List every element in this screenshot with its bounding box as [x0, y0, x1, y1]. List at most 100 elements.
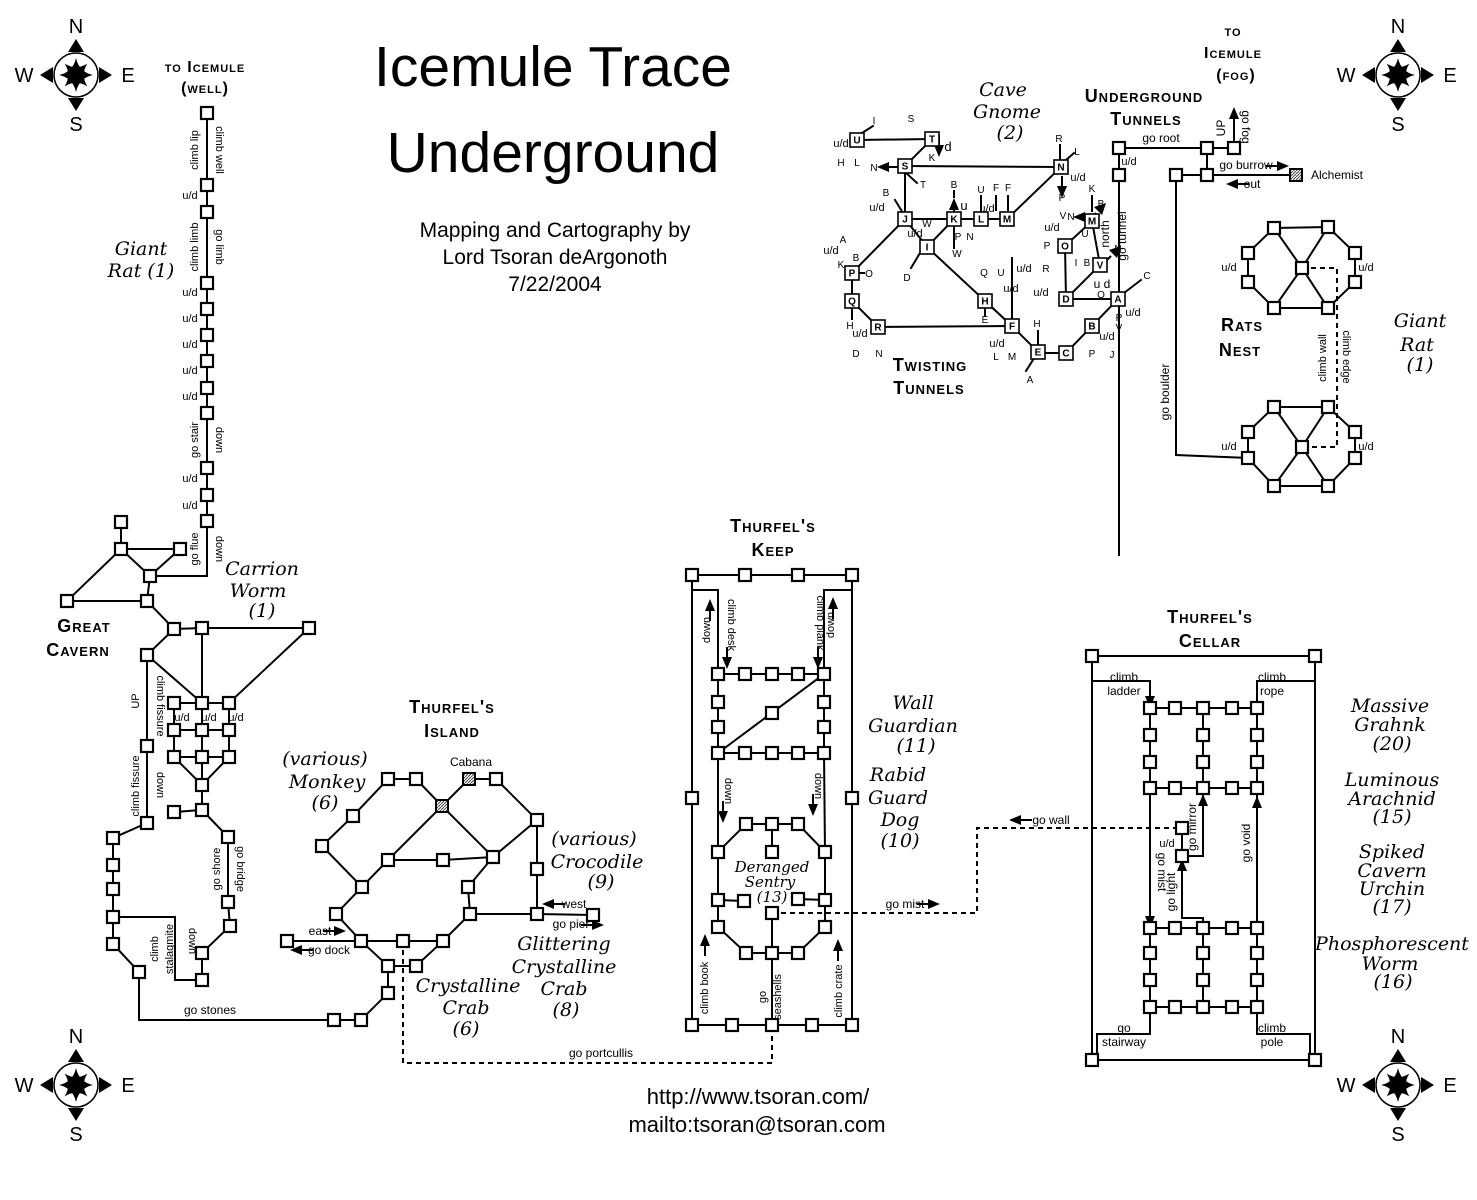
map-label: (fog)	[1216, 67, 1256, 84]
room-node	[764, 745, 780, 761]
labels-layer: to Icemule(well)toIcemule(fog)Undergroun…	[46, 23, 1469, 1137]
map-label: go boulder	[1158, 364, 1172, 421]
map-label: u/d	[182, 287, 197, 299]
room-node	[199, 177, 215, 193]
room-node	[1294, 439, 1310, 455]
map-label: UP	[130, 693, 142, 708]
compass-north-pointer-icon	[1390, 39, 1406, 52]
tunnel-room-node	[919, 239, 935, 255]
compass-west-pointer-icon	[40, 1077, 53, 1093]
map-label: (8)	[553, 999, 580, 1021]
room-node	[764, 1017, 780, 1033]
map-label: UP	[1214, 120, 1228, 137]
room-node	[199, 204, 215, 220]
map-label: seashells	[772, 974, 784, 1020]
direction-arrow	[813, 647, 823, 669]
map-label: u/d	[182, 313, 197, 325]
room-node	[194, 945, 210, 961]
map-label: u	[1094, 277, 1101, 291]
room-node	[1195, 754, 1211, 770]
map-label: Cave	[979, 79, 1027, 101]
map-label: u/d	[852, 328, 867, 340]
passage	[876, 324, 1014, 329]
map-label: F	[993, 183, 999, 194]
passage	[860, 124, 875, 135]
map-label: u/d	[989, 338, 1004, 350]
tunnel-room-node	[1084, 213, 1100, 229]
map-label: U	[997, 268, 1004, 279]
direction-arrow	[877, 162, 900, 172]
room-node	[1084, 648, 1100, 664]
room-node	[1142, 972, 1158, 988]
map-label: climb	[1110, 670, 1138, 684]
room-node	[1226, 140, 1242, 156]
room-node	[790, 891, 806, 907]
map-label: Massive	[1350, 695, 1429, 717]
map-label: W	[922, 219, 932, 230]
room-node	[220, 894, 236, 910]
room-node	[220, 829, 236, 845]
map-label: u/d	[1221, 262, 1236, 274]
tunnel-room-letter: U	[853, 136, 860, 147]
map-label: climb edge	[1340, 330, 1352, 383]
room-node	[166, 749, 182, 765]
map-label: go dock	[308, 943, 351, 957]
room-node	[710, 666, 726, 682]
direction-arrow	[1057, 176, 1067, 198]
room-node	[790, 666, 806, 682]
room-node	[435, 933, 451, 949]
room-node	[684, 790, 700, 806]
map-label: down	[701, 617, 713, 643]
map-label: U	[1081, 229, 1088, 240]
map-label: K	[1089, 184, 1096, 195]
room-node	[1307, 1052, 1323, 1068]
room-node	[1347, 424, 1363, 440]
room-node	[585, 907, 601, 923]
map-label: Gnome	[973, 101, 1041, 123]
map-label: u/d	[1070, 172, 1085, 184]
compass-letter-n: N	[1391, 16, 1405, 38]
map-label: Keep	[751, 540, 794, 560]
compass-west-pointer-icon	[1362, 1077, 1375, 1093]
passage	[855, 137, 934, 142]
map-label: O	[1097, 290, 1105, 301]
map-label: u/d	[1099, 331, 1114, 343]
room-node	[738, 945, 754, 961]
room-node	[764, 905, 780, 921]
direction-arrow	[1229, 107, 1239, 129]
map-label: V	[1116, 323, 1123, 334]
room-node	[1167, 700, 1183, 716]
map-label: L	[993, 352, 999, 363]
room-node	[199, 405, 215, 421]
tunnel-room-node	[924, 131, 940, 147]
map-label: Arachnid	[1346, 788, 1436, 810]
room-node	[1195, 972, 1211, 988]
map-label: Phosphorescent	[1314, 933, 1469, 955]
room-node	[380, 985, 396, 1001]
tunnel-room-letter: Q	[848, 297, 856, 308]
compass-letter-e: E	[1443, 65, 1456, 87]
passage	[65, 547, 123, 603]
room-node	[844, 790, 860, 806]
map-label: u/d	[869, 202, 884, 214]
map-label: climb wall	[1317, 334, 1329, 382]
map-label: L	[854, 158, 860, 169]
map-label: Guard	[868, 787, 928, 809]
compass-west-pointer-icon	[40, 67, 53, 83]
map-label: Sentry	[745, 873, 796, 891]
room-node	[1240, 450, 1256, 466]
room-node	[1142, 727, 1158, 743]
room-node	[59, 593, 75, 609]
passage	[903, 170, 919, 185]
arrow-head-icon	[1094, 203, 1106, 215]
map-label: Crab	[442, 997, 489, 1019]
room-node	[166, 722, 182, 738]
room-node	[113, 514, 129, 530]
map-label: climb crate	[833, 964, 845, 1017]
map-label: u/d	[823, 245, 838, 257]
room-node	[1249, 999, 1265, 1015]
room-node	[529, 812, 545, 828]
map-label: O	[865, 269, 873, 280]
map-label: (6)	[312, 792, 339, 814]
